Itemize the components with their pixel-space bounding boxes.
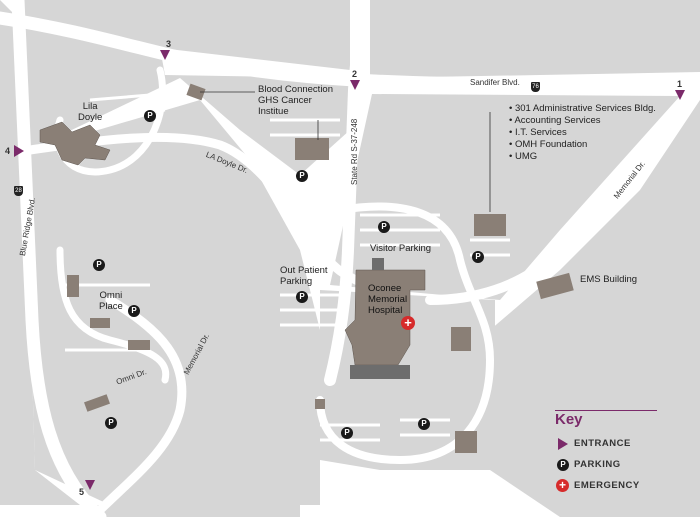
road-state xyxy=(324,0,366,386)
admin-service-item: • Accounting Services xyxy=(509,115,601,126)
ground-north-east xyxy=(370,0,700,78)
buildings xyxy=(39,83,574,453)
key-title: Key xyxy=(555,411,583,428)
lot-south xyxy=(320,418,450,442)
entrance-1-marker xyxy=(675,90,685,100)
route-28-shield: 28 xyxy=(14,186,23,196)
entrance-3-label: 3 xyxy=(166,39,172,49)
entrance-2-marker xyxy=(350,80,360,90)
label-visitor-parking: Visitor Parking xyxy=(370,243,432,254)
ground-north-strip xyxy=(22,0,350,70)
label-ghs-cancer: GHS Cancer Institue xyxy=(258,95,312,117)
parking-icon: P xyxy=(105,417,117,429)
admin-service-item: • I.T. Services xyxy=(509,127,567,138)
admin-service-item: • UMG xyxy=(509,151,538,162)
parking-icon: P xyxy=(418,418,430,430)
entrance-markers xyxy=(14,50,685,490)
bldg-lila-doyle xyxy=(39,121,111,166)
road-sandifer xyxy=(0,11,700,91)
road-omni xyxy=(56,246,170,384)
parking-lots xyxy=(65,93,510,442)
parking-icon: P xyxy=(128,305,140,317)
parking-icon: P xyxy=(296,291,308,303)
leader-lines xyxy=(200,91,491,212)
bldg-omni-3 xyxy=(128,340,150,350)
admin-service-item: • 301 Administrative Services Bldg. xyxy=(509,103,656,114)
lot-visitor xyxy=(360,213,440,247)
label-ems: EMS Building xyxy=(580,274,638,285)
label-lila-doyle: Lila Doyle xyxy=(78,101,103,123)
entrance-2-label: 2 xyxy=(352,69,358,79)
road-label-sandifer: Sandifer Blvd. xyxy=(470,78,520,87)
bldg-hospital-wing xyxy=(350,365,410,379)
ground-east xyxy=(330,94,680,300)
label-out-patient: Out Patient Parking xyxy=(280,265,328,287)
ground-far-east xyxy=(490,100,700,517)
ground-north-west xyxy=(22,22,350,175)
parking-icon: P xyxy=(378,221,390,233)
bldg-small-south xyxy=(315,399,325,409)
entrance-4-label: 4 xyxy=(5,146,11,156)
entrance-icon xyxy=(558,438,568,450)
bldg-south-east xyxy=(455,431,477,453)
parking-icon: P xyxy=(472,251,484,263)
entrance-4-marker xyxy=(14,145,24,157)
key-emergency-label: EMERGENCY xyxy=(574,480,640,491)
label-omni-place: Omni Place xyxy=(99,290,123,312)
parking-icon: P xyxy=(144,110,156,122)
emergency-icon: + xyxy=(401,316,415,330)
entrance-3-marker xyxy=(160,50,170,60)
road-memorial-lower xyxy=(95,295,187,515)
admin-service-item: • OMH Foundation xyxy=(509,139,588,150)
road-label-state: State Rd S-37-248 xyxy=(350,118,359,185)
bldg-omni-1 xyxy=(67,275,79,297)
bldg-ghs-cancer xyxy=(295,138,329,160)
label-admin-services: • 301 Administrative Services Bldg. • Ac… xyxy=(509,103,656,163)
lot-outpatient xyxy=(280,293,340,327)
bldg-admin xyxy=(474,214,506,236)
key-divider xyxy=(555,410,657,411)
bldg-ems xyxy=(536,272,574,300)
lot-ghs xyxy=(270,118,340,137)
entrance-5-label: 5 xyxy=(79,487,85,497)
label-hospital: Oconee Memorial Hospital xyxy=(368,283,408,316)
lot-lila xyxy=(89,93,166,117)
route-76-shield: 76 xyxy=(531,82,540,92)
entrance-5-marker xyxy=(85,480,95,490)
road-la-doyle xyxy=(25,132,365,287)
parking-icon: P xyxy=(296,170,308,182)
bldg-omni-4 xyxy=(84,394,110,412)
ground-south xyxy=(95,505,300,517)
key-parking-label: PARKING xyxy=(574,459,621,470)
bldg-medical-east xyxy=(451,327,471,351)
label-blood-connection: Blood Connection xyxy=(258,84,333,95)
parking-icon: P xyxy=(341,427,353,439)
parking-icon: P xyxy=(557,459,569,471)
parking-icon: P xyxy=(93,259,105,271)
emergency-icon: + xyxy=(556,479,569,492)
entrance-1-label: 1 xyxy=(677,79,683,89)
bldg-blood-connection xyxy=(186,83,206,101)
key-entrance-label: ENTRANCE xyxy=(574,438,631,449)
road-hospital-ring xyxy=(316,202,494,464)
bldg-hospital-north xyxy=(372,258,384,270)
road-blue-ridge xyxy=(11,0,107,517)
bldg-omni-2 xyxy=(90,318,110,328)
